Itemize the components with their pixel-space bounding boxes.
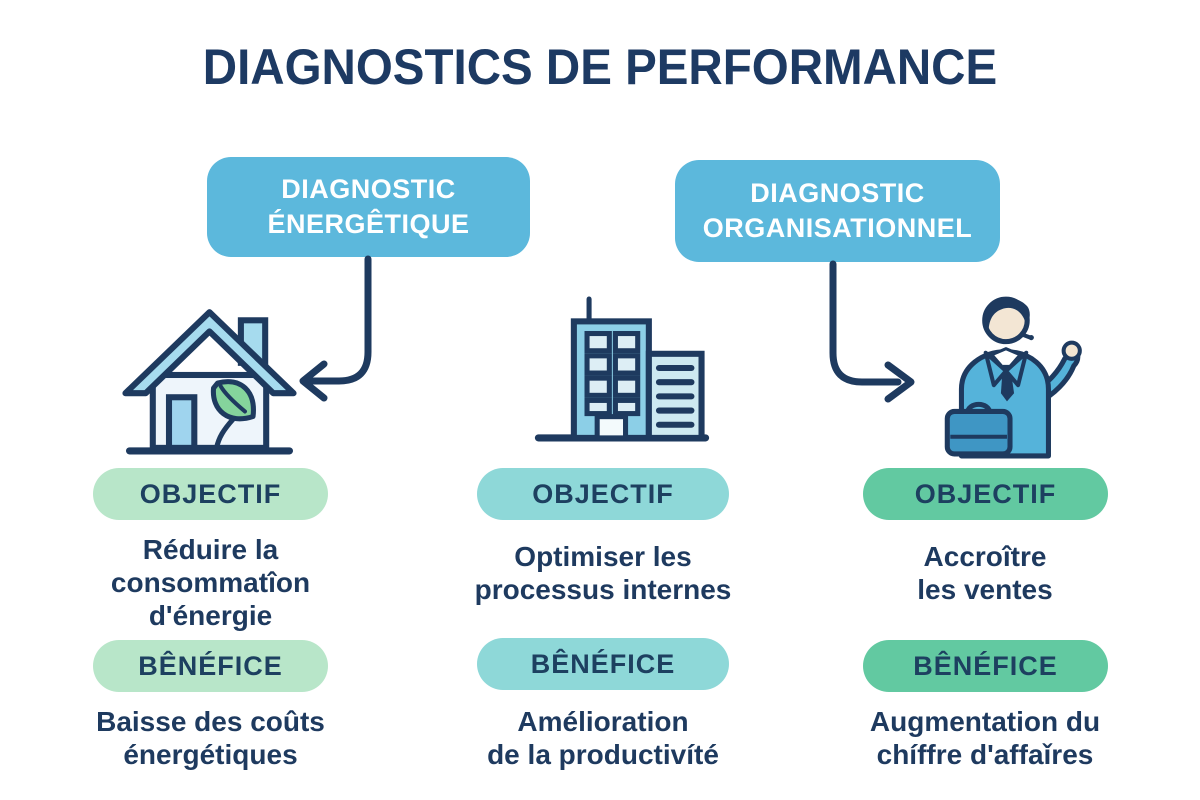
- arrow-left-icon: [299, 255, 372, 402]
- benefice-text-energetique: Baisse des coûts énergétiques: [96, 706, 325, 771]
- page-title: DIAGNOSTICS DE PERFORMANCE: [202, 39, 998, 95]
- businessman-icon: [944, 296, 1082, 459]
- eco-house-icon: [122, 309, 297, 455]
- header-box-energetique: DIAGNOSTIC ÉNERGÊTIQUE: [207, 157, 530, 257]
- benefice-badge-energetique: BÊNÉFICE: [93, 640, 328, 692]
- benefice-badge-organisationnel: BÊNÉFICE: [863, 640, 1108, 692]
- objectif-badge-organisationnel: OBJECTIF: [863, 468, 1108, 520]
- arrow-right-icon: [829, 260, 915, 403]
- objectif-badge-energetique: OBJECTIF: [93, 468, 328, 520]
- objectif-text-organisationnel: Accroître les ventes: [917, 541, 1053, 606]
- header-box-organisationnel: DIAGNOSTIC ORGANISATIONNEL: [675, 160, 1000, 262]
- benefice-text-processus: Amélioration de la productivíté: [487, 706, 719, 771]
- objectif-badge-processus: OBJECTIF: [477, 468, 729, 520]
- office-building-icon: [534, 296, 710, 442]
- benefice-text-organisationnel: Augmentation du chíffre d'affaǐres: [869, 706, 1101, 771]
- objectif-text-processus: Optimiser les processus internes: [474, 541, 732, 606]
- objectif-text-energetique: Réduire la consommatîon d'énergie: [110, 534, 311, 632]
- benefice-badge-processus: BÊNÉFICE: [477, 638, 729, 690]
